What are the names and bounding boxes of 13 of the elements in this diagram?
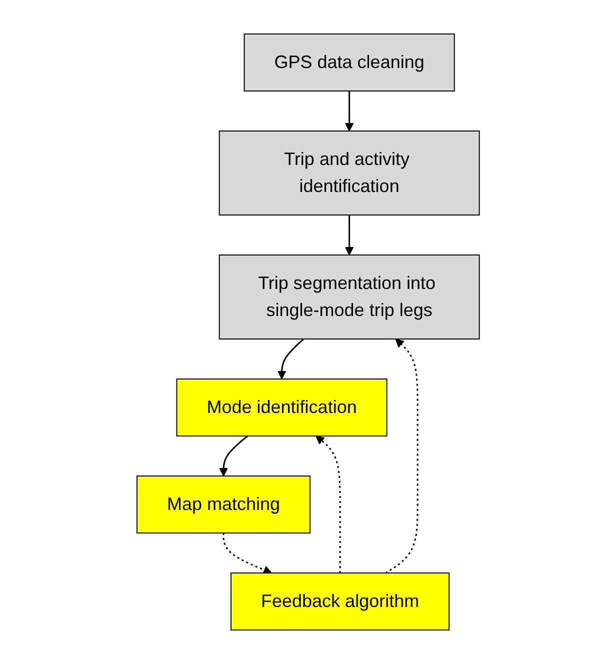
arrow	[315, 435, 341, 572]
node-box: Mode identification	[176, 378, 388, 436]
node-box: Feedback algorithm	[230, 572, 450, 630]
node-box: Map matching	[136, 475, 310, 533]
node-box: Trip segmentation into single-mode trip legs	[218, 254, 480, 339]
arrow	[385, 338, 418, 574]
node-box: GPS data cleaning	[244, 33, 455, 91]
arrow	[218, 434, 248, 476]
arrow	[344, 214, 354, 255]
arrow	[277, 338, 304, 379]
arrow	[344, 90, 354, 131]
arrow	[222, 532, 272, 574]
node-box: Trip and activity identification	[218, 130, 480, 215]
